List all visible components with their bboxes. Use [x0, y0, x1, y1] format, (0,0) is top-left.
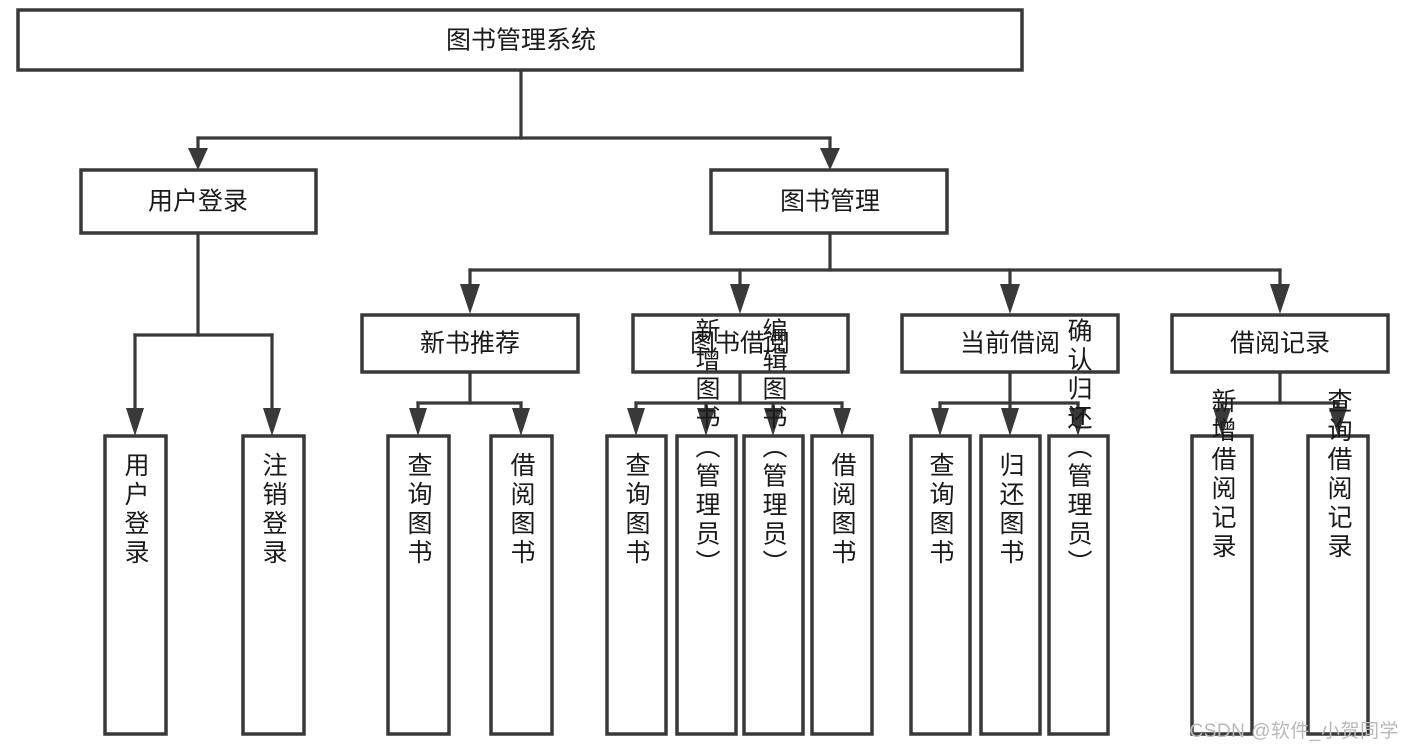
arrow-head-leaf-edit-book: [764, 408, 782, 436]
leaf-borrow-book-1[interactable]: 借阅图书: [489, 434, 554, 736]
node-new-book-recommend[interactable]: 新书推荐: [360, 313, 580, 374]
leaf-confirm-return-label: 确认归还（管理员）: [1064, 318, 1093, 579]
leaf-return-book-label: 归还图书: [996, 452, 1025, 568]
node-current-borrow-label: 当前借阅: [960, 330, 1060, 358]
arrow-head-book-manage: [820, 148, 840, 170]
node-root[interactable]: 图书管理系统: [16, 8, 1024, 72]
leaf-query-book-3-box[interactable]: [909, 434, 972, 736]
node-book-borrow-box[interactable]: [631, 313, 850, 374]
arrow-head-leaf-user-login: [126, 408, 144, 436]
node-root-box[interactable]: [16, 8, 1024, 72]
arrow-head-leaf-borrow-book-2: [833, 408, 851, 436]
arrow-head-new-book-recommend: [460, 284, 480, 314]
connector-layer: [126, 68, 1347, 436]
arrow-head-leaf-confirm-return: [1069, 408, 1087, 436]
arrow-head-leaf-add-book: [697, 408, 715, 436]
leaf-query-record[interactable]: 查询借阅记录: [1306, 388, 1370, 736]
leaf-edit-book-box[interactable]: [742, 434, 805, 736]
node-user-login-label: 用户登录: [148, 188, 248, 216]
arrow-head-leaf-query-book-2: [627, 408, 645, 436]
leaf-query-book-2-label: 查询图书: [622, 452, 651, 568]
arrow-head-current-borrow: [1000, 284, 1020, 314]
node-borrow-record[interactable]: 借阅记录: [1170, 313, 1390, 374]
leaf-add-book-box[interactable]: [675, 434, 738, 736]
leaf-add-record-label: 新增借阅记录: [1208, 388, 1237, 562]
leaf-query-book-1-label: 查询图书: [404, 452, 433, 568]
leaf-borrow-book-2-box[interactable]: [810, 434, 874, 736]
node-current-borrow-box[interactable]: [900, 313, 1120, 374]
node-user-login-box[interactable]: [79, 168, 318, 235]
leaf-user-login[interactable]: 用户登录: [103, 434, 168, 736]
leaf-borrow-book-2[interactable]: 借阅图书: [810, 434, 874, 736]
leaf-query-book-3-label: 查询图书: [926, 452, 955, 568]
node-new-book-recommend-label: 新书推荐: [420, 330, 520, 358]
arrow-head-leaf-borrow-book-1: [512, 408, 530, 436]
leaf-user-logout-label: 注销登录: [259, 452, 288, 568]
node-user-login[interactable]: 用户登录: [79, 168, 318, 235]
leaf-query-record-label: 查询借阅记录: [1324, 388, 1353, 562]
leaf-borrow-book-2-label: 借阅图书: [828, 452, 857, 568]
leaf-query-record-box[interactable]: [1306, 434, 1370, 736]
leaf-confirm-return-box[interactable]: [1047, 434, 1110, 736]
leaf-query-book-3[interactable]: 查询图书: [909, 434, 972, 736]
leaf-user-logout[interactable]: 注销登录: [241, 434, 306, 736]
arrow-head-user-login: [188, 148, 208, 170]
leaf-user-login-label: 用户登录: [121, 452, 150, 568]
arrow-head-leaf-query-book-3: [931, 408, 949, 436]
leaf-query-book-1[interactable]: 查询图书: [386, 434, 451, 736]
arrow-head-book-borrow: [730, 284, 750, 314]
arrow-head-borrow-record: [1270, 284, 1290, 314]
leaf-borrow-book-1-box[interactable]: [489, 434, 554, 736]
leaf-user-login-box[interactable]: [103, 434, 168, 736]
arrow-head-leaf-query-book-1: [409, 408, 427, 436]
leaf-confirm-return[interactable]: 确认归还（管理员）: [1047, 318, 1110, 736]
node-book-manage-label: 图书管理: [780, 188, 880, 216]
leaf-return-book[interactable]: 归还图书: [979, 434, 1042, 736]
arrow-head-leaf-user-logout: [263, 408, 281, 436]
csdn-watermark: CSDN @软件_小贺同学: [1189, 721, 1399, 742]
node-root-label: 图书管理系统: [446, 27, 596, 55]
leaf-edit-book-label: 编辑图书（管理员）: [759, 318, 788, 579]
leaf-user-logout-box[interactable]: [241, 434, 306, 736]
leaf-query-book-2[interactable]: 查询图书: [605, 434, 668, 736]
arrow-head-leaf-query-record: [1329, 408, 1347, 436]
leaf-add-record-box[interactable]: [1190, 434, 1254, 736]
leaf-add-book-label: 新增图书（管理员）: [692, 318, 721, 579]
arrow-head-leaf-add-record: [1213, 408, 1231, 436]
node-borrow-record-box[interactable]: [1170, 313, 1390, 374]
node-book-borrow[interactable]: 图书借阅: [631, 313, 850, 374]
node-borrow-record-label: 借阅记录: [1230, 330, 1330, 358]
node-book-manage[interactable]: 图书管理: [709, 168, 949, 235]
leaf-add-book[interactable]: 新增图书（管理员）: [675, 318, 738, 736]
node-book-borrow-label: 图书借阅: [690, 330, 790, 358]
node-current-borrow[interactable]: 当前借阅: [900, 313, 1120, 374]
leaf-edit-book[interactable]: 编辑图书（管理员）: [742, 318, 805, 736]
leaf-return-book-box[interactable]: [979, 434, 1042, 736]
leaf-query-book-2-box[interactable]: [605, 434, 668, 736]
arrow-head-leaf-return-book: [1001, 408, 1019, 436]
leaf-add-record[interactable]: 新增借阅记录: [1190, 388, 1254, 736]
leaf-borrow-book-1-label: 借阅图书: [507, 452, 536, 568]
node-new-book-recommend-box[interactable]: [360, 313, 580, 374]
node-book-manage-box[interactable]: [709, 168, 949, 235]
leaf-query-book-1-box[interactable]: [386, 434, 451, 736]
